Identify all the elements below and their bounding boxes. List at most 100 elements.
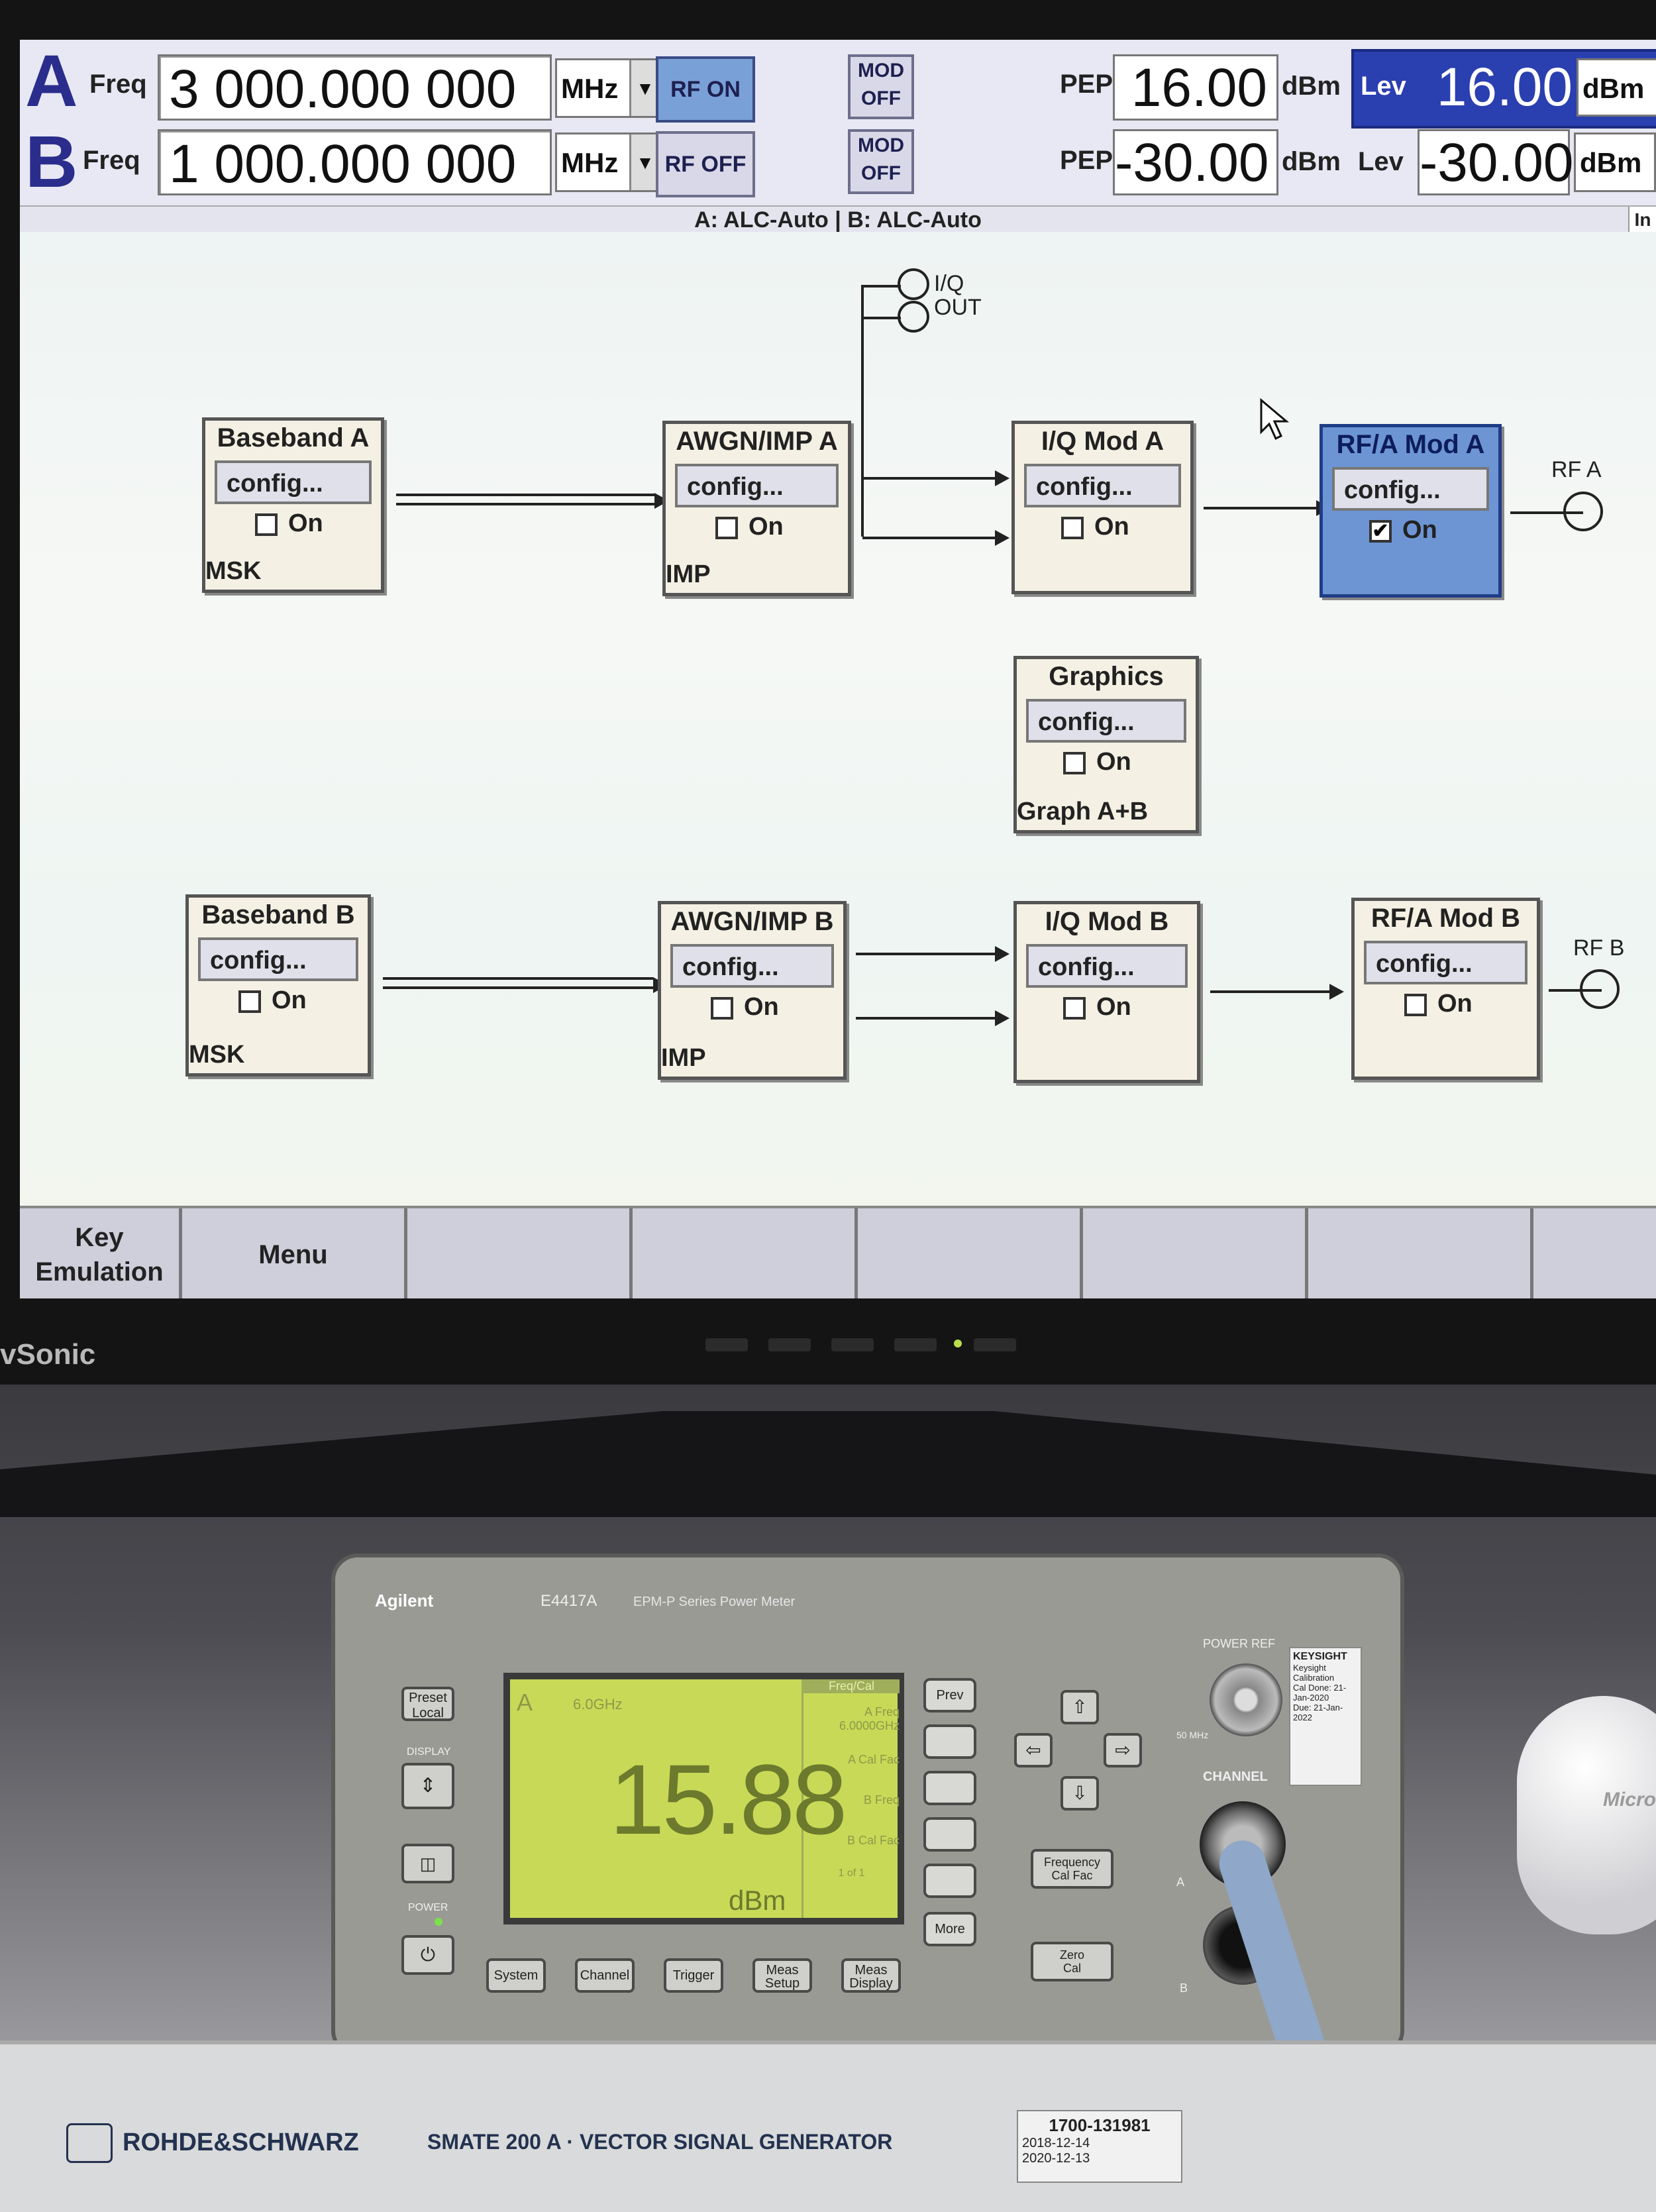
system-key[interactable]: System bbox=[486, 1958, 546, 1993]
freq-a-unit-select[interactable]: MHz ▼ bbox=[555, 58, 661, 118]
softkey-5[interactable] bbox=[858, 1208, 1083, 1298]
rf-a-on-checkbox-checked[interactable]: ✔ bbox=[1369, 520, 1392, 543]
power-meter-lcd: A 6.0GHz Freq/Cal A Freq 6.0000GHz A Cal… bbox=[503, 1673, 904, 1924]
softkey-3[interactable] bbox=[407, 1208, 633, 1298]
softkey-6[interactable] bbox=[1083, 1208, 1308, 1298]
lev-a-input[interactable]: 16.00 bbox=[1436, 57, 1573, 117]
computer-mouse[interactable]: Microsoft bbox=[1517, 1696, 1656, 1934]
signal-generator-front-panel bbox=[0, 2040, 1656, 2212]
iqmod-b-on-checkbox[interactable] bbox=[1063, 997, 1086, 1020]
pep-b-value: -30.00 bbox=[1113, 129, 1278, 195]
iq-out-label-line2: OUT bbox=[934, 295, 982, 320]
freq-b-unit-select[interactable]: MHz ▼ bbox=[555, 132, 661, 192]
softkey-1[interactable] bbox=[923, 1724, 976, 1759]
power-button[interactable]: ⏻ bbox=[401, 1935, 454, 1975]
softkey-3[interactable] bbox=[923, 1817, 976, 1852]
iq-out-port-1-icon[interactable] bbox=[898, 268, 929, 300]
awgn-b-on-label: On bbox=[744, 993, 779, 1021]
graphics-config-button[interactable]: config... bbox=[1026, 699, 1186, 743]
monitor-power-led bbox=[954, 1340, 962, 1347]
lcd-a-cal: A Cal Fac bbox=[847, 1753, 900, 1766]
mod-a-toggle-button[interactable]: MOD OFF bbox=[848, 54, 914, 119]
lev-a-label: Lev bbox=[1361, 72, 1406, 101]
rf-b-toggle-button[interactable]: RF OFF bbox=[656, 131, 755, 197]
softkey-7[interactable] bbox=[1308, 1208, 1533, 1298]
mod-a-state: OFF bbox=[861, 87, 901, 109]
rf-b-config-button[interactable]: config... bbox=[1364, 941, 1527, 984]
rf-a-on-label: On bbox=[1402, 516, 1437, 544]
rf-a-port-label: RF A bbox=[1551, 457, 1602, 482]
baseband-a-to-awgn-wire bbox=[396, 494, 654, 505]
prev-key[interactable]: Prev bbox=[923, 1678, 976, 1712]
monitor-power-button[interactable] bbox=[974, 1338, 1016, 1351]
softkey-4[interactable] bbox=[633, 1208, 858, 1298]
lev-b-input[interactable]: -30.00 bbox=[1418, 129, 1574, 195]
arrow-right-icon bbox=[995, 530, 1009, 546]
rf-a-config-button[interactable]: config... bbox=[1332, 467, 1489, 511]
rf-b-connector-icon[interactable] bbox=[1580, 969, 1620, 1009]
arrow-up-icon[interactable]: ⇧ bbox=[1061, 1690, 1099, 1724]
display-window-button[interactable]: ◫ bbox=[401, 1844, 454, 1883]
monitor-button-2[interactable] bbox=[768, 1338, 811, 1351]
freq-a-label: Freq bbox=[89, 70, 147, 99]
more-key[interactable]: More bbox=[923, 1912, 976, 1946]
awgn-a-on-checkbox[interactable] bbox=[715, 517, 738, 539]
iqmod-b-on-label: On bbox=[1096, 993, 1131, 1021]
baseband-a-on-checkbox[interactable] bbox=[255, 513, 278, 536]
iqmod-a-config-button[interactable]: config... bbox=[1024, 464, 1181, 507]
block-diagram: Baseband A config... On MSK AWGN/IMP A c… bbox=[20, 232, 1656, 1212]
lev-b-unit-select[interactable]: dBm bbox=[1574, 132, 1656, 192]
power-ref-connector-icon[interactable] bbox=[1210, 1663, 1282, 1736]
monitor-button-4[interactable] bbox=[894, 1338, 937, 1351]
rf-a-toggle-button[interactable]: RF ON bbox=[656, 56, 755, 123]
meas-display-line2: Display bbox=[849, 1976, 893, 1991]
monitor-button-1[interactable] bbox=[705, 1338, 748, 1351]
iqmod-a-on-checkbox[interactable] bbox=[1061, 517, 1084, 539]
lev-a-selected-field[interactable]: Lev 16.00 dBm bbox=[1351, 49, 1656, 129]
freq-a-unit: MHz bbox=[561, 73, 619, 104]
lcd-page: 1 of 1 bbox=[838, 1868, 865, 1879]
channel-b-label: B bbox=[1180, 1981, 1188, 1995]
zero-line1: Zero bbox=[1059, 1948, 1084, 1962]
awgn-b-config-button[interactable]: config... bbox=[670, 944, 834, 988]
iq-out-port-2-icon[interactable] bbox=[898, 301, 929, 333]
rf-b-on-checkbox[interactable] bbox=[1404, 994, 1427, 1016]
arrow-right-icon bbox=[995, 470, 1009, 486]
generator-model: SMATE 200 A · VECTOR SIGNAL GENERATOR bbox=[427, 2130, 893, 2154]
baseband-b-config-button[interactable]: config... bbox=[198, 937, 358, 981]
softkey-4[interactable] bbox=[923, 1864, 976, 1898]
softkey-2[interactable] bbox=[923, 1771, 976, 1805]
arrow-left-icon[interactable]: ⇦ bbox=[1014, 1733, 1053, 1767]
monitor-button-3[interactable] bbox=[831, 1338, 874, 1351]
channel-key[interactable]: Channel bbox=[575, 1958, 635, 1993]
arrow-right-icon[interactable]: ⇨ bbox=[1104, 1733, 1142, 1767]
menu-softkey[interactable]: Menu bbox=[182, 1208, 407, 1298]
preset-local-button[interactable]: Preset Local bbox=[401, 1687, 454, 1721]
baseband-a-config-button[interactable]: config... bbox=[215, 460, 372, 504]
awgn-b-on-checkbox[interactable] bbox=[711, 997, 733, 1020]
display-up-down-button[interactable]: ⇕ bbox=[401, 1763, 454, 1809]
rf-a-connector-icon[interactable] bbox=[1563, 492, 1603, 531]
trigger-key[interactable]: Trigger bbox=[664, 1958, 723, 1993]
baseband-a-title: Baseband A bbox=[217, 423, 370, 452]
arrow-down-icon[interactable]: ⇩ bbox=[1061, 1776, 1099, 1811]
baseband-b-on-checkbox[interactable] bbox=[238, 990, 261, 1013]
lcd-channel: A bbox=[517, 1689, 533, 1716]
path-a-letter: A bbox=[25, 40, 78, 122]
mod-b-toggle-button[interactable]: MOD OFF bbox=[848, 129, 914, 194]
graphics-on-checkbox[interactable] bbox=[1063, 752, 1086, 774]
softkey-8[interactable] bbox=[1533, 1208, 1656, 1298]
awgn-a-config-button[interactable]: config... bbox=[675, 464, 839, 507]
iqmod-b-config-button[interactable]: config... bbox=[1026, 944, 1188, 988]
lcd-unit: dBm bbox=[729, 1885, 786, 1916]
freq-a-input[interactable]: 3 000.000 000 00 bbox=[158, 54, 552, 185]
lev-b-label: Lev bbox=[1358, 147, 1404, 176]
lev-a-unit-select[interactable]: dBm bbox=[1577, 58, 1656, 117]
freq-b-input[interactable]: 1 000.000 000 00 bbox=[158, 129, 552, 260]
